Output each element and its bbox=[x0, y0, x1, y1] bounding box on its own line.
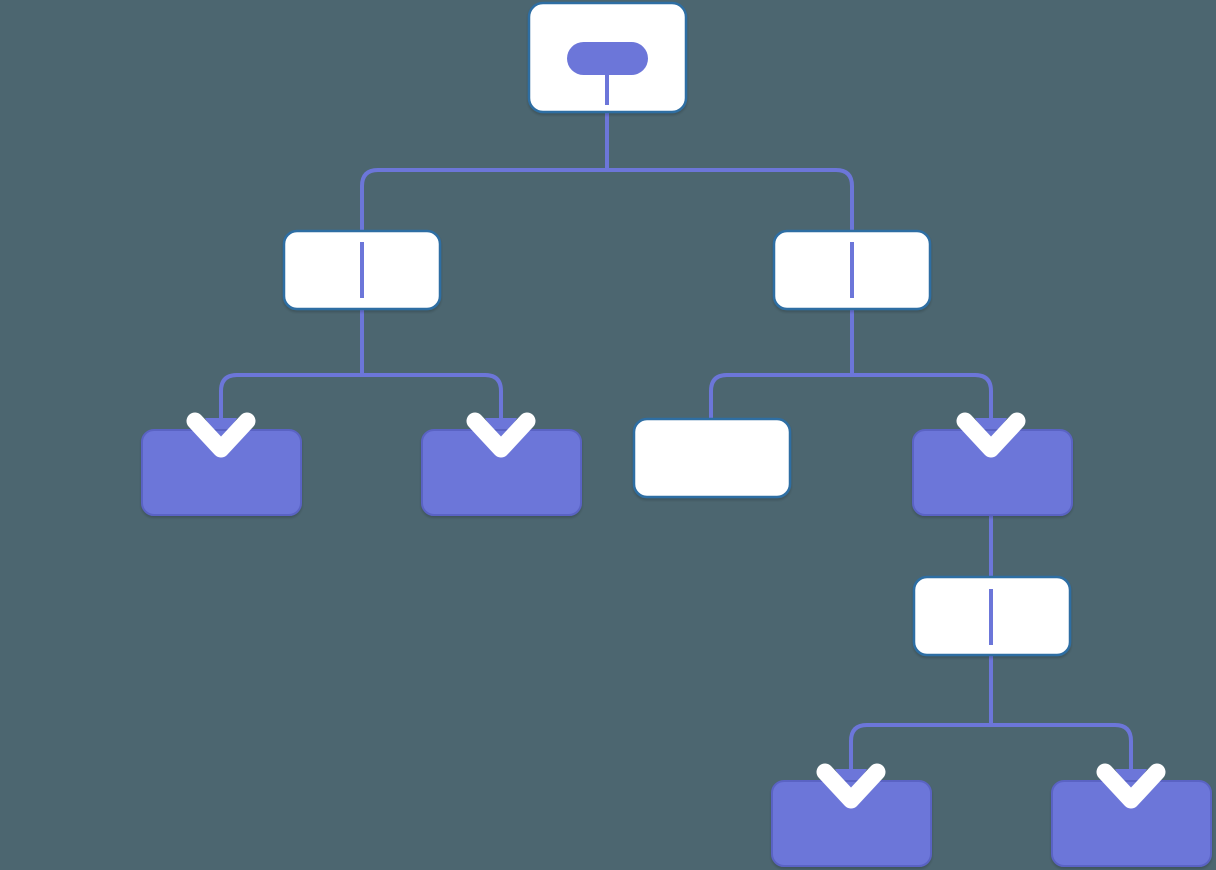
arrow-marker-level2-b bbox=[466, 412, 536, 458]
edge-level3-to-level4 bbox=[849, 656, 1133, 791]
level4-right-node[interactable] bbox=[1051, 780, 1212, 867]
line-overlay-layer bbox=[360, 75, 993, 645]
level4-left-node[interactable] bbox=[771, 780, 932, 867]
white-card-layer bbox=[282, 1, 1072, 657]
root-node-pill bbox=[567, 42, 648, 75]
arrow-marker-level2-a bbox=[186, 412, 256, 458]
level2-node-a[interactable] bbox=[141, 429, 302, 516]
arrow-marker-level2-d bbox=[956, 412, 1026, 458]
level2-node-d[interactable] bbox=[912, 429, 1073, 516]
arrow-marker-level4-left bbox=[816, 763, 886, 809]
arrow-marker-level4-right bbox=[1096, 763, 1166, 809]
arrow-marker-layer bbox=[186, 412, 1166, 809]
level2-node-c[interactable] bbox=[632, 417, 792, 499]
purple-card-layer bbox=[141, 429, 1212, 867]
level2-node-b[interactable] bbox=[421, 429, 582, 516]
